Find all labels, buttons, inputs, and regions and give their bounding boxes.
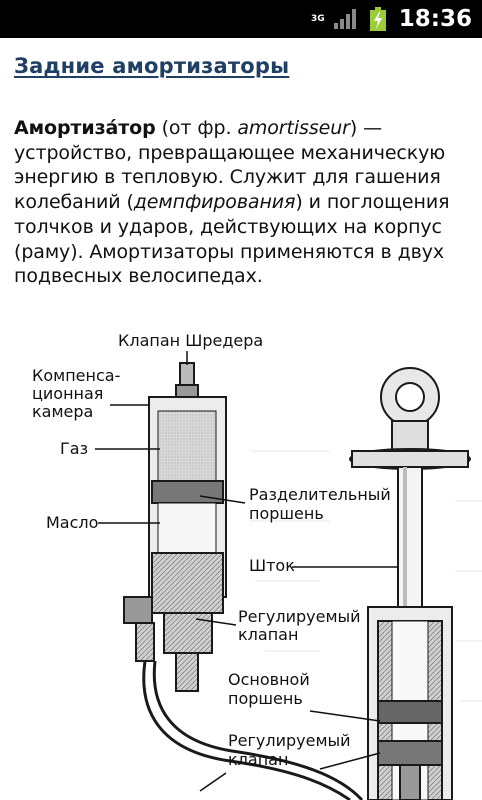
page-title: Задние амортизаторы [14,54,290,78]
shock-absorber-diagram: Клапан Шредера Компенса- ционная камера … [32,331,482,800]
article-text: ) — устройство, превращающее механическу… [14,117,446,214]
article-paragraph: Амортиза́тор (от фр. amortisseur) — устр… [14,116,470,289]
label-schrader-valve: Клапан Шредера [118,331,263,350]
right-shock [349,367,471,800]
label-oil: Масло [46,513,98,532]
article-italic-term: демпфирования [133,191,296,214]
label-adjustable-valve-1a: Регулируемый [238,607,361,626]
article-term: Амортиза́тор [14,117,156,139]
background-texture [250,450,482,702]
battery-charging-icon [369,7,386,31]
article-content: Задние амортизаторы Амортиза́тор (от фр.… [14,38,470,289]
article-foreign-word: amortisseur [237,117,350,139]
label-separating-1: Разделительный [249,485,391,504]
label-main-piston-1: Основной [228,670,310,689]
network-type-indicator: 3G [310,14,325,24]
label-compensation-3: камера [32,402,93,421]
label-compensation-2: ционная [32,384,103,403]
leader-lines [95,351,398,792]
label-compensation-1: Компенса- [32,366,120,385]
label-adjustable-valve-1b: клапан [238,625,298,644]
label-adjustable-valve-2a: Регулируемый [228,731,351,750]
left-reservoir [123,362,364,800]
article-text-rest: ) и поглощения толчков и ударов, действу… [14,191,450,288]
signal-icon [333,9,356,29]
article-lead: (от фр. [155,117,238,139]
label-main-piston-2: поршень [228,689,303,708]
status-clock: 18:36 [398,6,472,32]
label-separating-2: поршень [249,504,324,523]
label-rod: Шток [249,556,295,575]
status-bar: 3G 18:36 [0,0,482,38]
label-adjustable-valve-2b: клапан [228,750,288,769]
diagram-labels: Клапан Шредера Компенса- ционная камера … [32,331,391,769]
label-gas: Газ [60,439,88,458]
